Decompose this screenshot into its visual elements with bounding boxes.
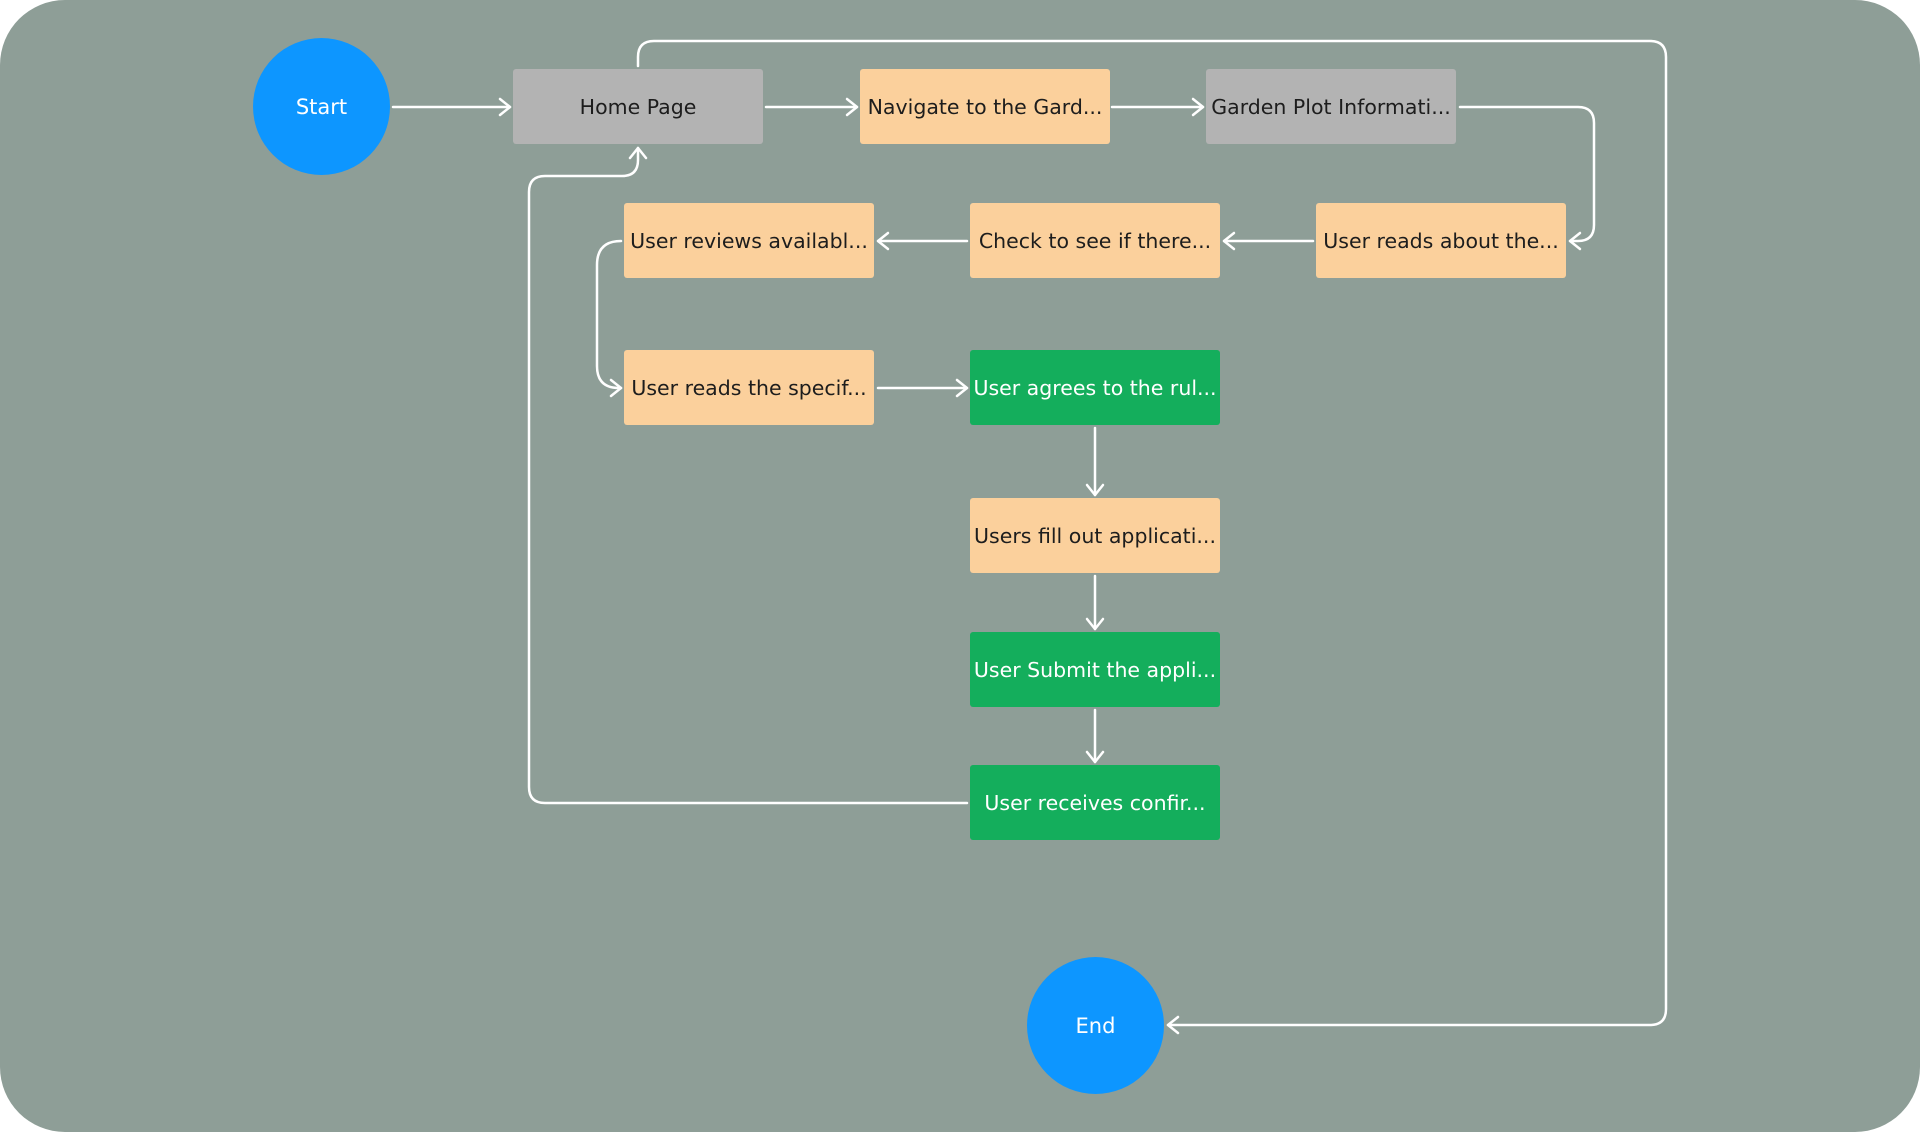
submit-application-node[interactable]: User Submit the appli... (970, 632, 1220, 707)
check-availability-node[interactable]: Check to see if there... (970, 203, 1220, 278)
arrowhead-fill (1085, 483, 1105, 497)
arrowhead-home (498, 97, 512, 117)
fill-out-application-node[interactable]: Users fill out applicati... (970, 498, 1220, 573)
arrowhead-submit (1085, 617, 1105, 631)
edge-plot-to-about (1458, 105, 1596, 243)
end-node[interactable]: End (1027, 957, 1164, 1094)
arrowhead-specific (609, 378, 623, 398)
arrowhead-end (1166, 1015, 1180, 1035)
arrowhead-agree (955, 378, 969, 398)
arrowhead-navigate (845, 97, 859, 117)
edge-confirm-to-home (527, 146, 969, 805)
arrowhead-about (1568, 231, 1582, 251)
arrowhead-check (1222, 231, 1236, 251)
receives-confirmation-node[interactable]: User receives confir... (970, 765, 1220, 840)
arrowhead-reviews (876, 231, 890, 251)
home-page-node[interactable]: Home Page (513, 69, 763, 144)
garden-plot-info-node[interactable]: Garden Plot Informati... (1206, 69, 1456, 144)
user-reads-specific-node[interactable]: User reads the specif... (624, 350, 874, 425)
user-reviews-available-node[interactable]: User reviews availabl... (624, 203, 874, 278)
edge-reviews-to-specific (595, 239, 623, 390)
arrowhead-confirm (1085, 750, 1105, 764)
user-agrees-rules-node[interactable]: User agrees to the rul... (970, 350, 1220, 425)
user-reads-about-node[interactable]: User reads about the... (1316, 203, 1566, 278)
arrowhead-home-return (628, 146, 648, 160)
start-node[interactable]: Start (253, 38, 390, 175)
navigate-garden-node[interactable]: Navigate to the Gard... (860, 69, 1110, 144)
arrowhead-plot (1191, 97, 1205, 117)
edge-home-to-end (636, 39, 1668, 1027)
